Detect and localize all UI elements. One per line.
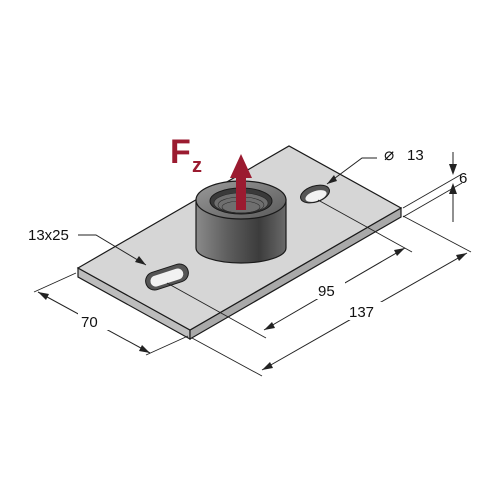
slot-callout: 13x25 [28, 227, 147, 266]
hole-diameter-label: 13 [407, 147, 424, 164]
force-symbol: F [170, 133, 191, 171]
force-arrow [230, 154, 252, 210]
hole-spacing-dimension: 95 [166, 199, 413, 339]
round-hole [300, 184, 330, 204]
thickness-label: 6 [459, 170, 467, 187]
length-label: 137 [349, 304, 374, 321]
diameter-symbol: ⌀ [384, 145, 394, 164]
force-subscript: z [192, 155, 202, 177]
force-label: F z [170, 133, 202, 177]
hole-spacing-label: 95 [318, 283, 335, 300]
slot-label: 13x25 [28, 227, 69, 244]
width-dimension: 70 [33, 272, 189, 356]
length-dimension: 137 [191, 215, 472, 377]
slotted-hole [145, 263, 189, 291]
hole-diameter-callout: ⌀ 13 [326, 145, 424, 185]
width-label: 70 [81, 314, 98, 331]
thickness-dimension: 6 [402, 152, 467, 222]
